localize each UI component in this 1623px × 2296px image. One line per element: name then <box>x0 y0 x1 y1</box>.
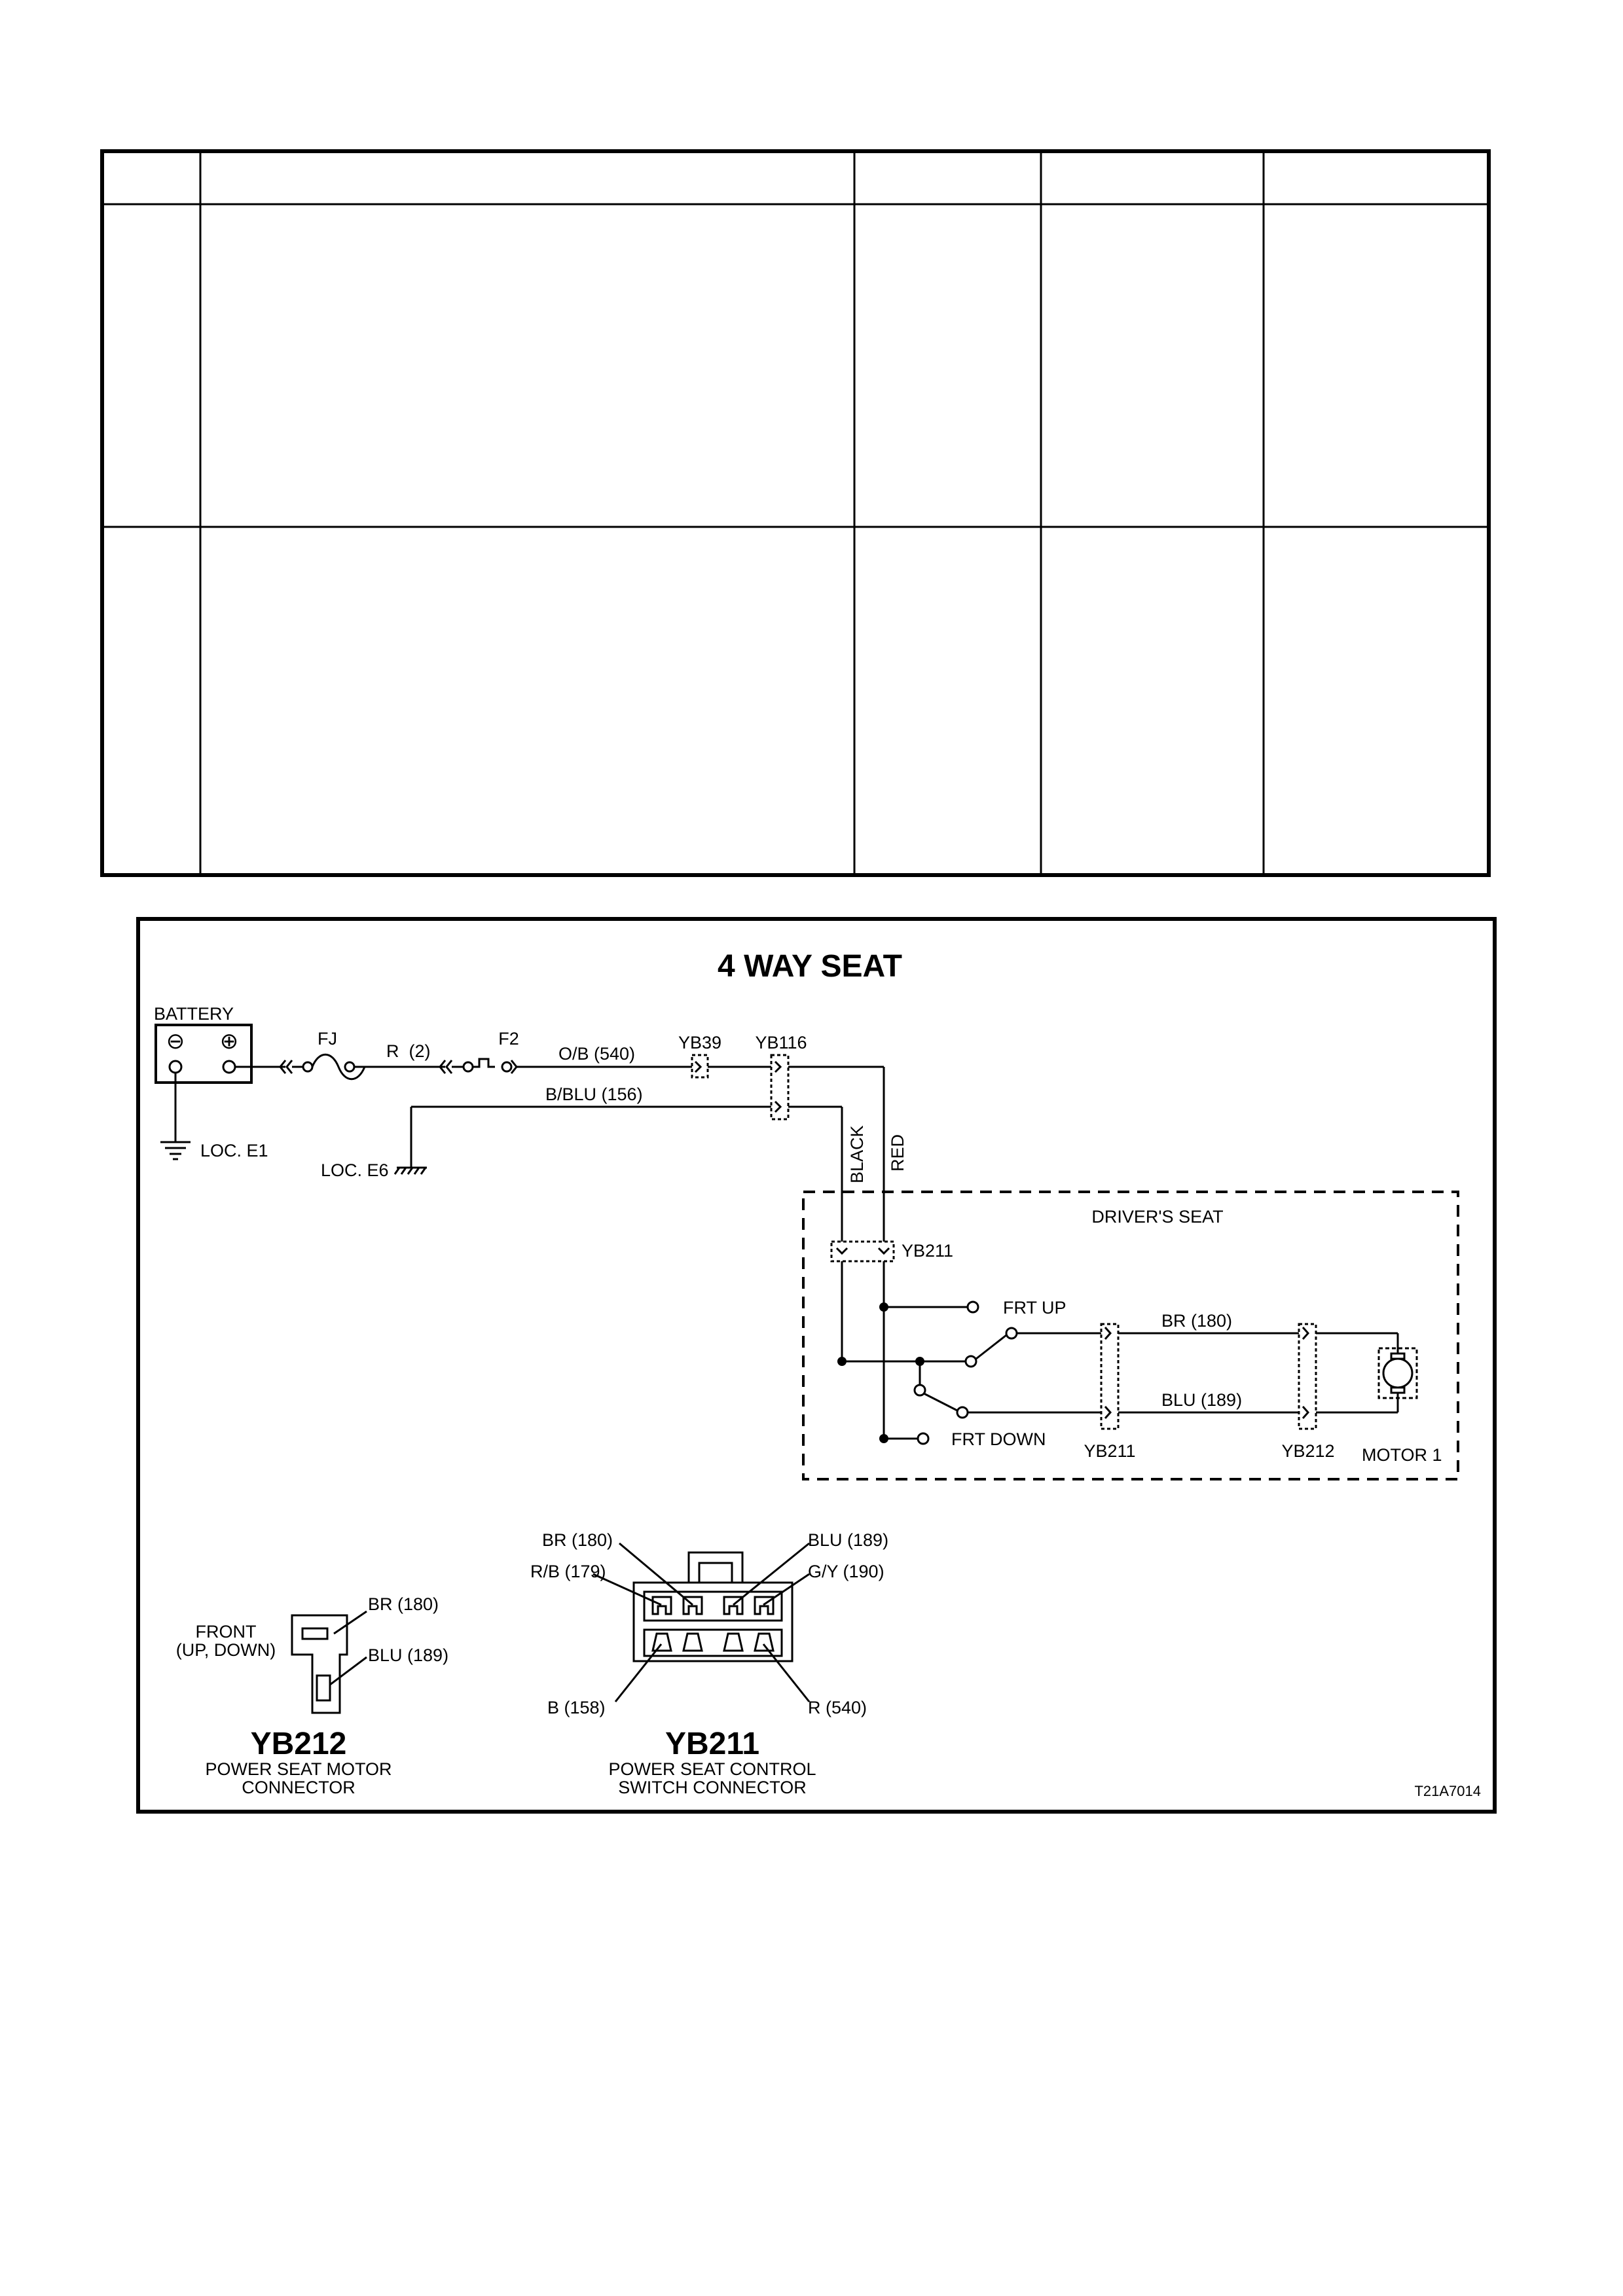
drivers-seat-label: DRIVER'S SEAT <box>1091 1207 1223 1227</box>
battery-positive-icon: ⊕ <box>220 1029 239 1054</box>
wire-bblu156-label: B/BLU (156) <box>545 1085 643 1104</box>
yb211-pin-blu189: BLU (189) <box>808 1530 888 1550</box>
wire-br180-label: BR (180) <box>1161 1311 1232 1331</box>
diagram-frame <box>136 917 1497 1814</box>
yb211-pin-br180: BR (180) <box>542 1530 613 1550</box>
yb212-front-label: FRONT <box>196 1622 257 1641</box>
fuse-fj-label: FJ <box>318 1029 337 1049</box>
connector-yb211-entry-label: YB211 <box>902 1241 953 1261</box>
yb211-pin-r540: R (540) <box>808 1698 867 1717</box>
reference-code: T21A7014 <box>1414 1783 1481 1799</box>
wire-r2-label: R (2) <box>386 1041 431 1061</box>
ground-e6 <box>393 1166 427 1175</box>
fuse-f2-label: F2 <box>498 1029 519 1049</box>
yb211-pin-b158: B (158) <box>547 1698 606 1717</box>
blank-table <box>100 149 1491 877</box>
yb212-name: YB212 <box>251 1727 347 1761</box>
battery: BATTERY ⊖ ⊕ <box>154 1004 253 1084</box>
connector-yb211-entry <box>830 1240 895 1263</box>
yb211-description: POWER SEAT CONTROL <box>608 1759 816 1779</box>
yb212-pin-blu189: BLU (189) <box>368 1645 448 1665</box>
connector-yb39-label: YB39 <box>678 1033 721 1052</box>
connector-yb211-seat-label: YB211 <box>1084 1441 1135 1461</box>
ground-e1 <box>160 1073 191 1160</box>
frt-up-label: FRT UP <box>1003 1298 1067 1318</box>
diagram-title: 4 WAY SEAT <box>718 949 902 984</box>
yb212-connector-face <box>291 1610 367 1714</box>
yb212-front-label-2: (UP, DOWN) <box>176 1640 276 1660</box>
junction-dots <box>837 1302 924 1443</box>
yb212-description: POWER SEAT MOTOR <box>205 1759 392 1779</box>
yb212-description-2: CONNECTOR <box>242 1778 356 1797</box>
connector-yb116-label: YB116 <box>755 1033 807 1052</box>
yb211-pin-rb179: R/B (179) <box>530 1562 606 1581</box>
battery-negative-icon: ⊖ <box>166 1029 185 1054</box>
battery-label: BATTERY <box>154 1004 234 1024</box>
ground-e6-label: LOC. E6 <box>321 1160 389 1180</box>
switch-circuit <box>841 1261 1418 1445</box>
drivers-seat-box <box>802 1191 1459 1480</box>
yb211-description-2: SWITCH CONNECTOR <box>618 1778 807 1797</box>
connector-yb212-seat-label: YB212 <box>1281 1441 1334 1461</box>
ground-e1-label: LOC. E1 <box>200 1141 268 1160</box>
frt-down-label: FRT DOWN <box>951 1429 1046 1449</box>
yb211-pin-gy190: G/Y (190) <box>808 1562 884 1581</box>
wire-blu189-label: BLU (189) <box>1161 1390 1242 1410</box>
wire-ob540-label: O/B (540) <box>558 1044 635 1064</box>
motor-label: MOTOR 1 <box>1362 1445 1442 1465</box>
power-feed <box>235 1053 885 1242</box>
yb212-pin-br180: BR (180) <box>368 1594 439 1614</box>
yb211-name: YB211 <box>665 1727 759 1761</box>
wire-red-label: RED <box>888 1134 907 1172</box>
wire-black-label: BLACK <box>847 1125 867 1183</box>
yb211-connector-face <box>593 1542 811 1702</box>
